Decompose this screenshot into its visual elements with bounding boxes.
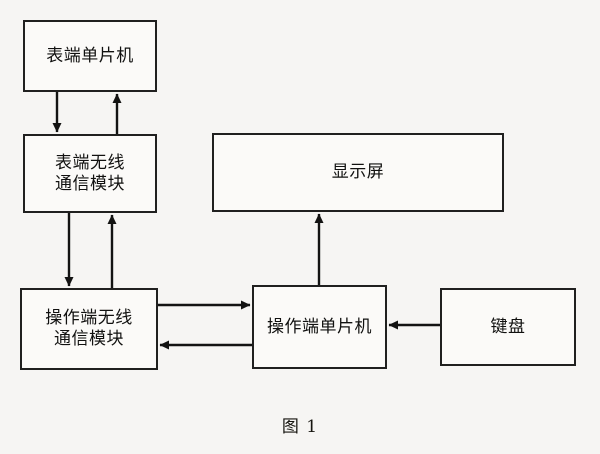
node-meter-mcu-label: 表端单片机 — [46, 45, 134, 66]
figure-caption: 图 1 — [281, 417, 319, 437]
node-meter-mcu: 表端单片机 — [23, 20, 157, 92]
node-op-mcu-label: 操作端单片机 — [267, 316, 372, 337]
node-meter-rf-label: 表端无线 通信模块 — [55, 152, 125, 194]
node-display-label: 显示屏 — [331, 162, 385, 183]
node-keyboard-label: 键盘 — [490, 316, 526, 337]
node-display: 显示屏 — [212, 133, 504, 212]
node-op-rf-label: 操作端无线 通信模块 — [45, 308, 133, 349]
node-op-mcu: 操作端单片机 — [252, 285, 387, 369]
node-op-rf: 操作端无线 通信模块 — [20, 288, 158, 370]
node-keyboard: 键盘 — [440, 288, 576, 366]
node-meter-rf: 表端无线 通信模块 — [23, 134, 157, 213]
